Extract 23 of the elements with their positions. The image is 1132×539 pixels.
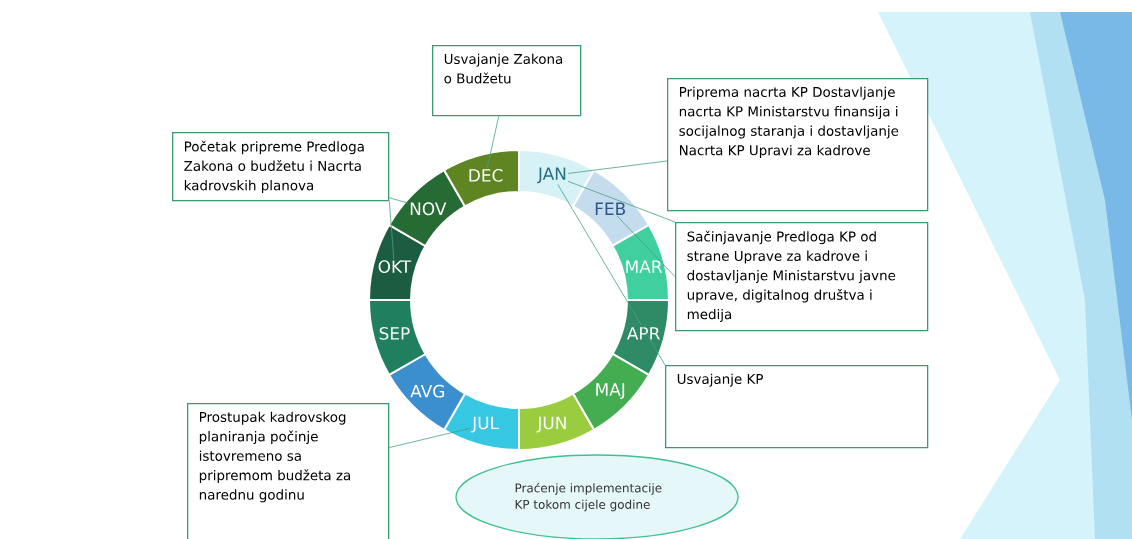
month-segment: NOV: [388, 169, 466, 247]
text-box: Početak pripreme Predloga Zakona o budžetu i Nacrta kadrovskih planova: [172, 132, 390, 202]
text-box: Priprema nacrta KP Dostavljanje nacrta KP Ministarstvu finansija i socijalnog staranja i dostavljanje Nacrta KP Upravi za kadrove: [667, 78, 929, 212]
month-segment: FEB: [571, 169, 650, 247]
leader-line: [388, 197, 409, 204]
text-box: Usvajanje KP: [665, 365, 929, 449]
leader-line: [486, 115, 500, 169]
leader-line: [567, 160, 668, 174]
text-box: Sačinjavanje Predloga KP od strane Uprave za kadrove i dostavljanje Ministarstvu javne uprave, digitalnog društva i medija: [675, 222, 929, 332]
month-segment: JUL: [443, 392, 520, 451]
month-segment: JUN: [518, 392, 595, 451]
month-segment: SEP: [368, 299, 427, 376]
leader-line: [557, 184, 666, 366]
leader-line: [616, 215, 676, 278]
text-box: Usvajanje Zakona o Budžetu: [432, 45, 582, 117]
month-segment: AVG: [388, 353, 467, 431]
leader-line: [567, 180, 676, 223]
month-segment: MAR: [611, 224, 670, 301]
leader-line: [388, 200, 395, 260]
text-box: Prostupak kadrovskog planiranja počinje istovremeno sa pripremom budžeta za narednu godinu: [187, 403, 390, 539]
month-segment: OKT: [368, 224, 427, 301]
leader-line: [388, 427, 472, 448]
month-segment: MAJ: [572, 352, 650, 431]
